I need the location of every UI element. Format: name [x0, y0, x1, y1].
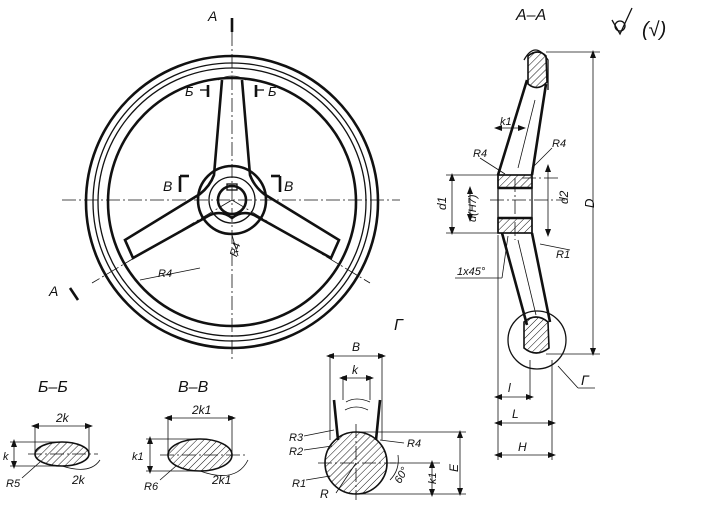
label-d1: d1: [435, 197, 449, 210]
roughness-symbol: (√): [611, 7, 666, 41]
section-bb: Б–Б 2k k R5 2k: [3, 379, 101, 490]
g-label-k: k: [352, 363, 359, 377]
detail-g: Г B k R3 R2 R4 R1 R 60° k1 E: [289, 317, 466, 501]
cut-label-v-left: В: [163, 178, 172, 194]
cut-label-v-right: В: [284, 178, 293, 194]
front-view: A Б Б В В A R4 R4: [48, 8, 400, 362]
rim-inner: [106, 76, 358, 328]
detail-g-title: Г: [394, 317, 404, 334]
cut-mark-a-bottom: [68, 287, 80, 301]
section-vv: В–В 2k1 k1 R6 2k1: [132, 379, 249, 493]
rim-section-top: [527, 51, 548, 89]
spokes-outline: [123, 79, 341, 260]
label-dH7: d(H7): [467, 194, 479, 222]
g-label-k1: k1: [427, 472, 439, 484]
g-label-r4: R4: [407, 438, 421, 450]
rim-ridge-inner: [97, 67, 367, 337]
g-label-R: R: [320, 487, 329, 501]
label-r1-aa: R1: [556, 249, 570, 261]
leader-r4-rim: [139, 267, 201, 281]
rim-outer: [84, 54, 380, 350]
label-D: D: [582, 199, 597, 208]
bb-label-k: k: [3, 451, 9, 463]
hub-boss: [208, 176, 256, 224]
label-l: l: [508, 381, 511, 395]
g-label-r1: R1: [292, 478, 306, 490]
cut-label-a-top: A: [207, 8, 217, 24]
section-aa-title: A–A: [515, 7, 546, 24]
label-chamfer: 1x45°: [457, 266, 486, 278]
section-vv-title: В–В: [178, 379, 209, 396]
vv-label-k1: k1: [132, 451, 144, 463]
vv-label-2k1: 2k1: [191, 403, 211, 417]
bb-label-2k: 2k: [55, 411, 70, 425]
label-H: H: [518, 440, 527, 454]
label-d2: d2: [557, 190, 571, 204]
g-label-E: E: [447, 463, 461, 472]
label-r4-aa-right: R4: [552, 138, 566, 150]
vv-label-r6: R6: [144, 481, 159, 493]
cut-label-b-left: Б: [185, 84, 194, 99]
label-r4-aa-left: R4: [473, 148, 487, 160]
g-label-r2: R2: [289, 446, 303, 458]
keyway: [226, 183, 238, 191]
label-g-callout: Г: [581, 372, 590, 388]
vv-label-2k1-lower: 2k1: [211, 473, 231, 487]
label-r4-rim: R4: [158, 268, 172, 280]
rim-section-bottom: [523, 316, 550, 354]
bb-label-2k-lower: 2k: [71, 473, 86, 487]
detail-g-spoke: [332, 399, 382, 441]
roughness-paren: (√): [642, 19, 666, 41]
section-aa: A–A D d2 d1 d(H7): [435, 7, 600, 460]
detail-g-circle: [507, 310, 567, 370]
spoke-axis-right: [231, 199, 371, 284]
label-r4-hub: R4: [228, 242, 243, 259]
section-bb-title: Б–Б: [38, 379, 68, 396]
rim-ridge: [92, 62, 372, 342]
spoke-top-blend: [217, 75, 247, 81]
hub-outer: [196, 164, 268, 236]
bb-label-r5: R5: [6, 478, 21, 490]
cut-label-b-right: Б: [268, 84, 277, 99]
g-label-B: B: [352, 340, 360, 354]
cut-label-a-bottom: A: [48, 283, 58, 299]
bore: [216, 184, 248, 216]
leader-r4-hub: [231, 234, 239, 257]
g-label-60: 60°: [392, 465, 411, 486]
label-L: L: [512, 407, 519, 421]
label-k1-aa: k1: [500, 116, 512, 128]
g-label-r3: R3: [289, 432, 304, 444]
